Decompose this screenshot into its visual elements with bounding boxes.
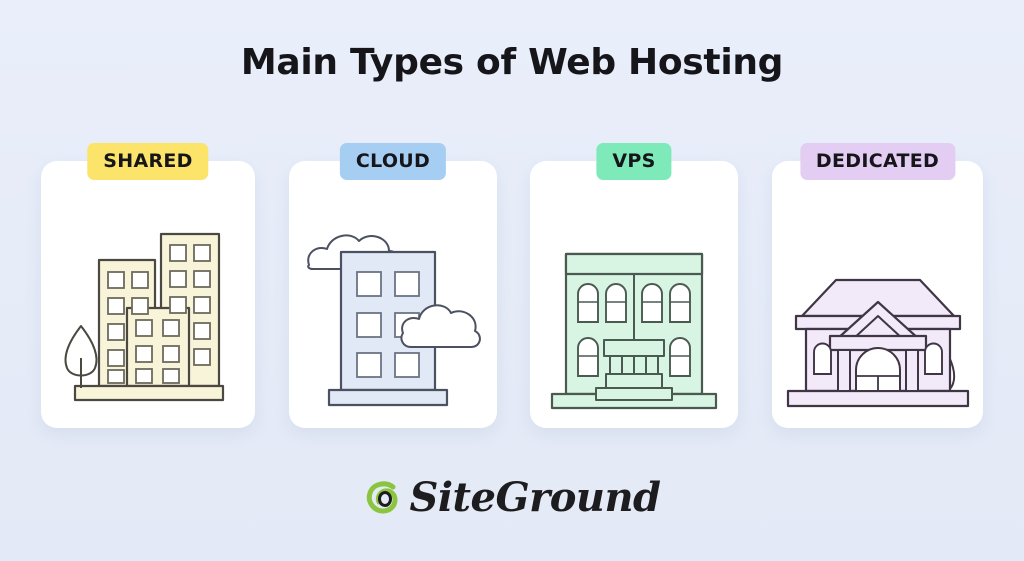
- illustration-cloud: [289, 207, 497, 412]
- siteground-wordmark: SiteGround: [409, 474, 661, 521]
- cloud-building-icon: [307, 234, 481, 407]
- hosting-type-card-row: SHARED: [41, 143, 983, 428]
- illustration-vps: [530, 244, 738, 412]
- hosting-card-vps[interactable]: VPS: [530, 143, 738, 428]
- apartment-buildings-icon: [64, 232, 225, 402]
- duplex-townhouse-icon: [550, 252, 718, 410]
- door-shape: [854, 347, 901, 392]
- siteground-spiral-icon: [367, 480, 398, 514]
- hosting-card-shared[interactable]: SHARED: [41, 143, 255, 428]
- badge-vps: VPS: [596, 143, 672, 180]
- illustration-shared: [41, 222, 255, 412]
- hosting-card-cloud[interactable]: CLOUD: [289, 143, 497, 428]
- hosting-card-dedicated[interactable]: DEDICATED: [772, 143, 983, 428]
- mansion-house-icon: [786, 278, 969, 408]
- siteground-logo[interactable]: SiteGround: [0, 474, 1024, 521]
- page-title: Main Types of Web Hosting: [240, 42, 784, 83]
- badge-dedicated: DEDICATED: [799, 143, 956, 180]
- badge-shared: SHARED: [87, 143, 209, 180]
- illustration-dedicated: [772, 274, 983, 412]
- badge-cloud: CLOUD: [339, 143, 447, 180]
- cloud-shape-bottom: [400, 304, 481, 348]
